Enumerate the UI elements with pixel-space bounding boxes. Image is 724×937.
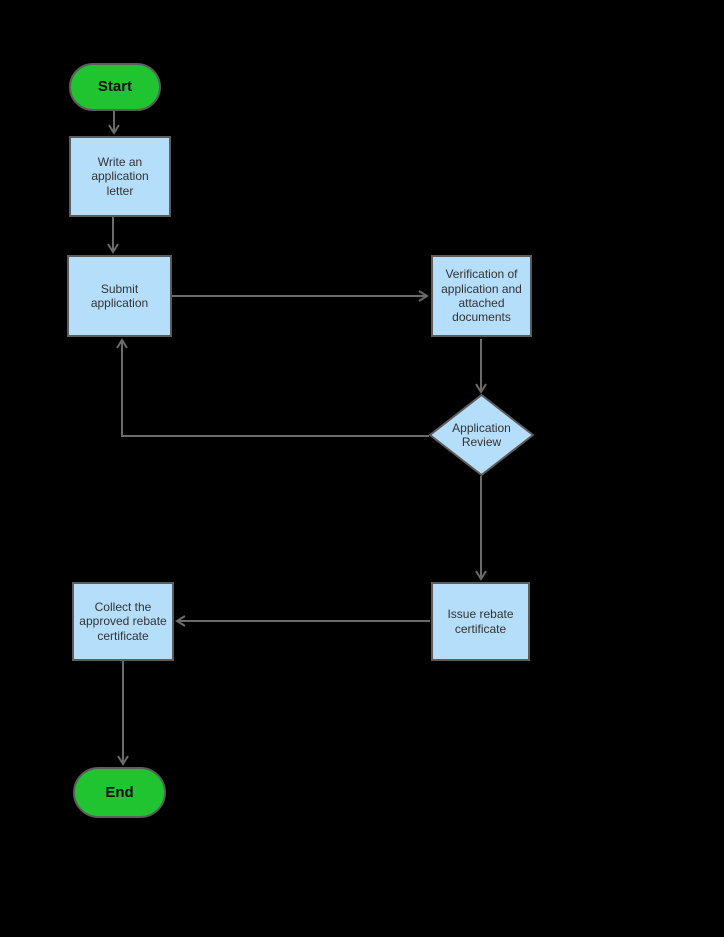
application-review-diamond <box>428 393 535 477</box>
node-submit-application: Submit application <box>67 255 172 337</box>
node-start: Start <box>69 63 161 111</box>
node-application-review-label: Application Review <box>452 420 511 449</box>
node-verification-of-application: Verification of application and attached… <box>431 255 532 337</box>
node-write-application-letter: Write an application letter <box>69 136 171 217</box>
node-collect-approved-rebate-certificate: Collect the approved rebate certificate <box>72 582 174 661</box>
node-issue-rebate-certificate: Issue rebate certificate <box>431 582 530 661</box>
node-end: End <box>73 767 166 818</box>
edge-review-to-submit-loop <box>116 338 429 437</box>
